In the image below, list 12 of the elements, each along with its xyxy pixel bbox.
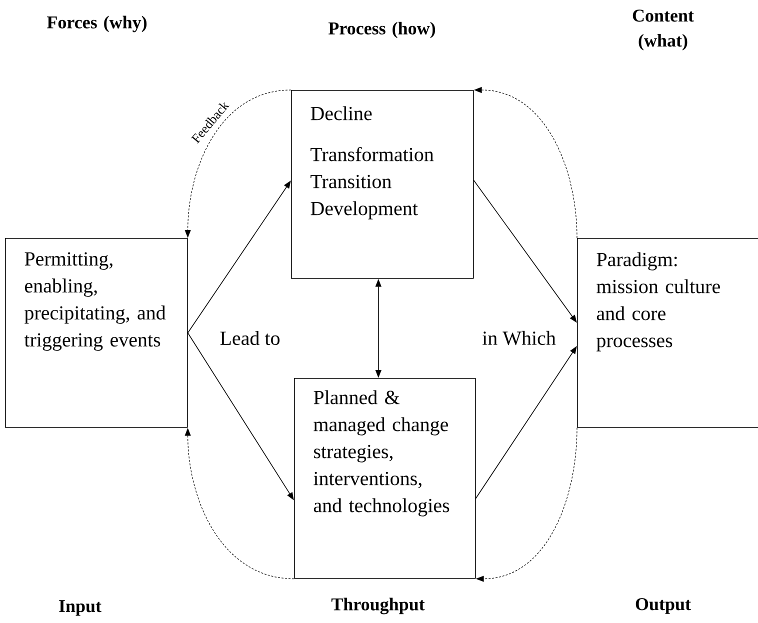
arrow-label: Lead to [220,330,280,346]
heading: Content (what) [632,10,694,50]
text-box: Decline Transformation Transition Development [291,90,474,279]
heading: Forces (why) [47,16,147,32]
heading: Input [59,600,102,616]
arrow-label: in Which [482,330,556,346]
heading: Output [636,598,691,614]
heading: Throughput [331,598,425,614]
text-box: Permitting, enabling, precipitating, and triggering events [5,238,188,428]
text-box: Paradigm: mission culture and core processes [577,238,758,428]
text-box: Planned & managed change strategies, interventions, and technologies [294,378,476,579]
heading: Process (how) [328,22,436,38]
